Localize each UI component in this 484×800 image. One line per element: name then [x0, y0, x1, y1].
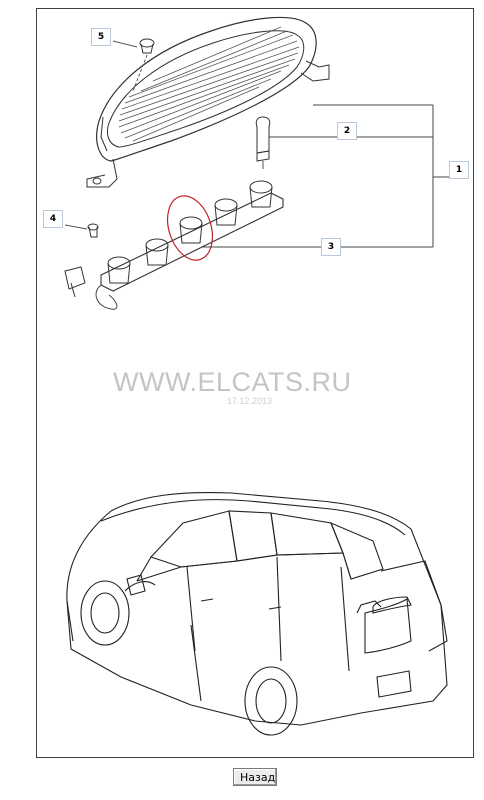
highlight-circle: [166, 195, 214, 261]
back-button[interactable]: Назад: [233, 768, 277, 786]
callout-4[interactable]: 4: [43, 210, 63, 228]
vehicle-drawing: [66, 491, 448, 736]
bulb-drawing: [255, 116, 271, 169]
callout-5[interactable]: 5: [91, 28, 111, 46]
callout-2[interactable]: 2: [337, 122, 357, 140]
clip-drawing: [64, 223, 99, 238]
callout-1[interactable]: 1: [449, 161, 469, 179]
leader-lines: [201, 104, 449, 248]
watermark-site: WWW.ELCATS.RU: [113, 367, 352, 397]
parts-diagram: [64, 16, 449, 736]
watermark-date: 17.12.2013: [227, 396, 273, 406]
callout-3[interactable]: 3: [321, 238, 341, 256]
socket-assembly-drawing: [64, 180, 284, 310]
diagram-frame: 5 2 1 4 3 WWW.ELCATS.RU 17.12.2013: [36, 8, 474, 758]
lamp-housing-drawing: [86, 16, 330, 188]
screw-drawing: [112, 38, 155, 92]
